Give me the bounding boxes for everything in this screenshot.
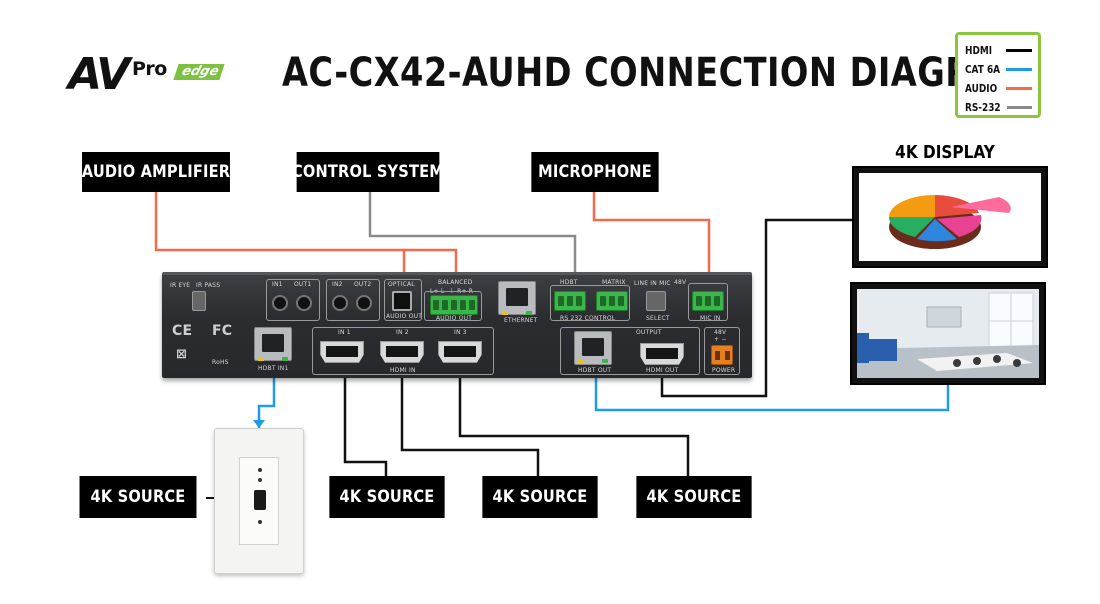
out2-jack[interactable]: [356, 295, 372, 311]
in1-jack[interactable]: [272, 295, 288, 311]
hdmi-in-group: [312, 327, 494, 375]
legend-row-audio: AUDIO: [965, 79, 1032, 98]
jack-group-1: [266, 279, 320, 321]
mic-in-group: [688, 283, 728, 321]
hdmi-in2-port[interactable]: [380, 341, 424, 363]
output-group: [560, 327, 700, 375]
rs232-wire-control-system: [368, 192, 577, 272]
audio-wire-microphone: [592, 192, 711, 272]
source-2-box: 4K SOURCE: [482, 476, 598, 518]
microphone-box: MICROPHONE: [531, 152, 659, 192]
legend-row-rs232: RS-232: [965, 98, 1032, 117]
wire-legend: HDMI CAT 6A AUDIO RS-232: [955, 32, 1041, 118]
hdmi-in1-port[interactable]: [320, 341, 364, 363]
wallplate-hdmi-port[interactable]: [254, 490, 266, 510]
legend-swatch: [1006, 87, 1032, 90]
legend-swatch: [1006, 49, 1032, 52]
cat6a-wire-hdbt-out: [594, 378, 950, 412]
optical-group: [384, 279, 422, 321]
ir-switch[interactable]: [192, 291, 206, 311]
ethernet-led-green: [526, 311, 532, 315]
source-3-box: 4K SOURCE: [636, 476, 752, 518]
ac-cx42-auhd-device: IR EYE IR PASS CE FC ⊠ RoHS IN1 OUT1 IN2…: [162, 272, 752, 378]
legend-swatch: [1006, 106, 1032, 109]
rs232-group: [550, 285, 630, 321]
diagram-title: AC-CX42-AUHD CONNECTION DIAGRAM: [282, 50, 1032, 96]
in2-jack[interactable]: [332, 295, 348, 311]
out1-jack[interactable]: [296, 295, 312, 311]
pie-graphic-icon: [888, 195, 1011, 249]
avproedge-logo: AV Pro edge: [68, 48, 228, 102]
balanced-audio-terminal[interactable]: [430, 295, 478, 315]
legend-row-hdmi: HDMI: [965, 41, 1032, 60]
hdmi-in3-port[interactable]: [438, 341, 482, 363]
cat6a-wire-hdbt-in: [257, 378, 276, 428]
hdmi-out-port[interactable]: [640, 343, 684, 365]
jack-group-2: [326, 279, 380, 321]
hdmi-wire-source-1: [343, 378, 388, 476]
control-system-box: CONTROL SYSTEM: [292, 152, 444, 192]
hdmi-wire-source-2: [400, 378, 540, 476]
optical-port[interactable]: [392, 291, 412, 311]
hdbt-in1-led-yellow: [258, 357, 264, 361]
rs232-hdbt-terminal[interactable]: [554, 291, 586, 311]
wallplate-led-icon: [258, 468, 262, 472]
rs232-matrix-terminal[interactable]: [596, 291, 628, 311]
hdbt-out-led-green: [602, 359, 608, 363]
source-wallplate-box: 4K SOURCE: [79, 476, 197, 518]
display-title: 4K DISPLAY: [895, 142, 995, 163]
balanced-audio-group: [424, 291, 482, 321]
power-connector[interactable]: [711, 345, 733, 365]
weee-icon: ⊠: [176, 347, 188, 362]
mic-in-terminal[interactable]: [692, 291, 724, 311]
hdbt-in1-led-green: [282, 357, 288, 361]
legend-swatch: [1006, 68, 1032, 71]
audio-wire-amplifier-branch: [404, 248, 458, 272]
source-1-box: 4K SOURCE: [329, 476, 445, 518]
hdmi-wire-source-3: [458, 378, 690, 476]
power-group: [704, 327, 740, 375]
cat6a-arrow: [253, 420, 265, 428]
audio-amplifier-box: AUDIO AMPLIFIER: [82, 152, 230, 192]
conference-room-icon: [857, 289, 1039, 378]
hdmi-wire-display: [660, 218, 852, 398]
wallplate-insert: [239, 457, 279, 545]
display-screen: [859, 173, 1041, 261]
display-room: [850, 282, 1046, 385]
fcc-mark: FC: [212, 323, 233, 339]
hdbt-wallplate: [214, 428, 304, 574]
wallplate-led-icon: [258, 478, 262, 482]
room-image: [857, 289, 1039, 378]
hdbt-out-led-yellow: [578, 359, 584, 363]
wallplate-button-icon: [258, 520, 262, 524]
ce-mark: CE: [172, 323, 193, 339]
hdbt-in1-port[interactable]: [254, 327, 292, 361]
ethernet-port[interactable]: [498, 281, 536, 315]
line-mic-select-switch[interactable]: [646, 291, 666, 311]
audio-wire-amplifier: [154, 192, 406, 272]
legend-row-cat6a: CAT 6A: [965, 60, 1032, 79]
ethernet-led-yellow: [502, 311, 508, 315]
display-pie: [852, 166, 1048, 268]
